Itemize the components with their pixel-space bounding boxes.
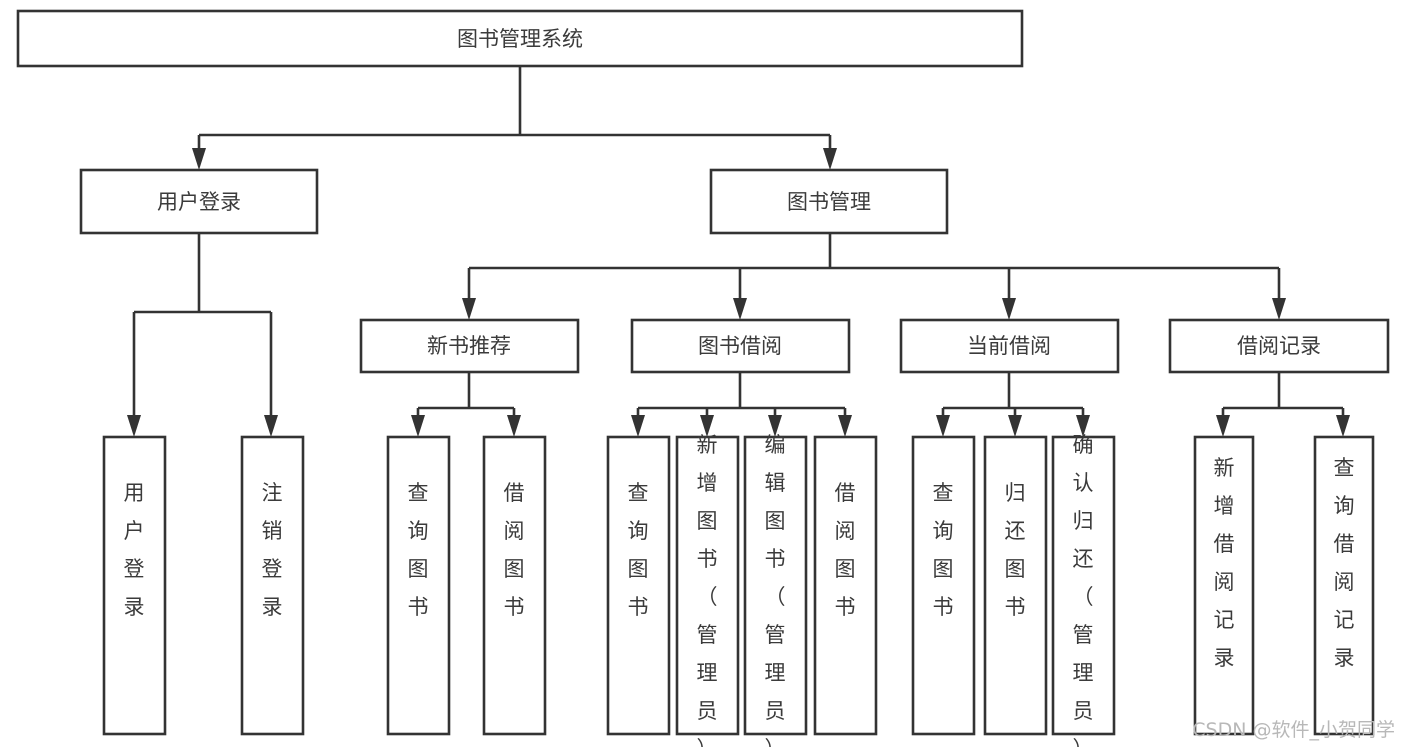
node-new-book-recommend[interactable]: 新书推荐 <box>359 318 580 374</box>
node-borrow-record-box[interactable] <box>1168 318 1390 374</box>
node-user-login[interactable]: 用户登录 <box>79 168 319 235</box>
node-user-login-box[interactable] <box>79 168 319 235</box>
leaf-bb-borrow-book-label: 借阅图书 <box>835 481 856 619</box>
arrow-borrow-record-leaf2 <box>1336 415 1350 437</box>
node-current-borrow[interactable]: 当前借阅 <box>899 318 1120 374</box>
leaf-node[interactable]: 用户登录 <box>102 435 167 736</box>
arrow-book-borrow-leaf4 <box>838 415 852 437</box>
leaf-bb-edit-book-label: 编辑图书（管理员） <box>765 433 786 747</box>
leaf-cb-return-book-box[interactable] <box>983 435 1048 736</box>
node-book-manage[interactable]: 图书管理 <box>709 168 949 235</box>
arrow-user-login-leaf2 <box>264 415 278 437</box>
arrow-user-login-leaf1 <box>127 415 141 437</box>
node-book-manage-box[interactable] <box>709 168 949 235</box>
node-current-borrow-label: 当前借阅 <box>967 334 1051 358</box>
watermark-label: CSDN @软件_小贺同学 <box>1192 719 1395 741</box>
leaf-bb-edit-book-box[interactable] <box>743 435 808 736</box>
arrow-new-book-leaf1 <box>411 415 425 437</box>
leaf-node[interactable]: 查询图书 <box>606 435 671 736</box>
node-book-manage-label: 图书管理 <box>787 190 871 214</box>
leaf-node[interactable]: 查询借阅记录 <box>1313 435 1375 736</box>
node-book-borrow[interactable]: 图书借阅 <box>630 318 851 374</box>
arrow-to-current-borrow <box>1002 298 1016 320</box>
leaf-node[interactable]: 查询图书 <box>386 435 451 736</box>
node-root-label: 图书管理系统 <box>457 27 583 51</box>
arrow-borrow-record-leaf1 <box>1216 415 1230 437</box>
node-book-borrow-label: 图书借阅 <box>698 334 782 358</box>
arrow-to-borrow-record <box>1272 298 1286 320</box>
connector-group <box>127 66 1350 437</box>
node-new-book-recommend-box[interactable] <box>359 318 580 374</box>
leaf-bb-query-book-box[interactable] <box>606 435 671 736</box>
leaf-user-login-label: 用户登录 <box>124 481 145 619</box>
leaf-node[interactable]: 新增图书（管理员） <box>675 433 740 747</box>
leaf-nbr-borrow-book-box[interactable] <box>482 435 547 736</box>
leaf-br-add-record-label: 新增借阅记录 <box>1214 456 1235 670</box>
leaf-node[interactable]: 归还图书 <box>983 435 1048 736</box>
node-book-borrow-box[interactable] <box>630 318 851 374</box>
node-user-login-label: 用户登录 <box>157 190 241 214</box>
leaf-cb-query-book-box[interactable] <box>911 435 976 736</box>
arrow-to-user-login <box>192 148 206 170</box>
arrow-book-borrow-leaf1 <box>631 415 645 437</box>
leaf-bb-add-book-label: 新增图书（管理员） <box>697 433 718 747</box>
node-current-borrow-box[interactable] <box>899 318 1120 374</box>
node-root-box[interactable] <box>16 9 1024 68</box>
arrow-current-borrow-leaf1 <box>936 415 950 437</box>
arrow-book-borrow-leaf2 <box>700 415 714 437</box>
leaf-node[interactable]: 编辑图书（管理员） <box>743 433 808 747</box>
leaf-logout-box[interactable] <box>240 435 305 736</box>
leaf-node[interactable]: 注销登录 <box>240 435 305 736</box>
leaf-nbr-query-book-box[interactable] <box>386 435 451 736</box>
leaf-bb-query-book-label: 查询图书 <box>628 481 649 619</box>
leaf-node[interactable]: 借阅图书 <box>482 435 547 736</box>
node-new-book-recommend-label: 新书推荐 <box>427 334 511 358</box>
arrow-to-book-manage <box>823 148 837 170</box>
leaf-node[interactable]: 查询图书 <box>911 435 976 736</box>
leaf-cb-query-book-label: 查询图书 <box>933 481 954 619</box>
leaf-cb-confirm-return-label: 确认归还（管理员） <box>1073 433 1094 747</box>
leaf-cb-return-book-label: 归还图书 <box>1005 481 1026 619</box>
leaf-user-login-box[interactable] <box>102 435 167 736</box>
leaf-bb-borrow-book-box[interactable] <box>813 435 878 736</box>
leaf-node[interactable]: 确认归还（管理员） <box>1051 433 1116 747</box>
arrow-new-book-leaf2 <box>507 415 521 437</box>
node-borrow-record-label: 借阅记录 <box>1237 334 1321 358</box>
node-root[interactable]: 图书管理系统 <box>16 9 1024 68</box>
arrow-current-borrow-leaf2 <box>1008 415 1022 437</box>
arrow-current-borrow-leaf3 <box>1076 415 1090 437</box>
leaf-bb-add-book-box[interactable] <box>675 435 740 736</box>
leaf-cb-confirm-return-box[interactable] <box>1051 435 1116 736</box>
leaf-logout-label: 注销登录 <box>262 481 283 619</box>
leaf-nbr-query-book-label: 查询图书 <box>408 481 429 619</box>
leaf-nbr-borrow-book-label: 借阅图书 <box>504 481 525 619</box>
arrow-to-new-book <box>462 298 476 320</box>
leaf-node[interactable]: 借阅图书 <box>813 435 878 736</box>
leaf-node[interactable]: 新增借阅记录 <box>1193 435 1255 736</box>
leaf-br-query-record-label: 查询借阅记录 <box>1334 456 1355 670</box>
leaf-br-add-record-box[interactable] <box>1193 435 1255 736</box>
node-borrow-record[interactable]: 借阅记录 <box>1168 318 1390 374</box>
arrow-book-borrow-leaf3 <box>768 415 782 437</box>
leaf-br-query-record-box[interactable] <box>1313 435 1375 736</box>
arrow-to-book-borrow <box>733 298 747 320</box>
